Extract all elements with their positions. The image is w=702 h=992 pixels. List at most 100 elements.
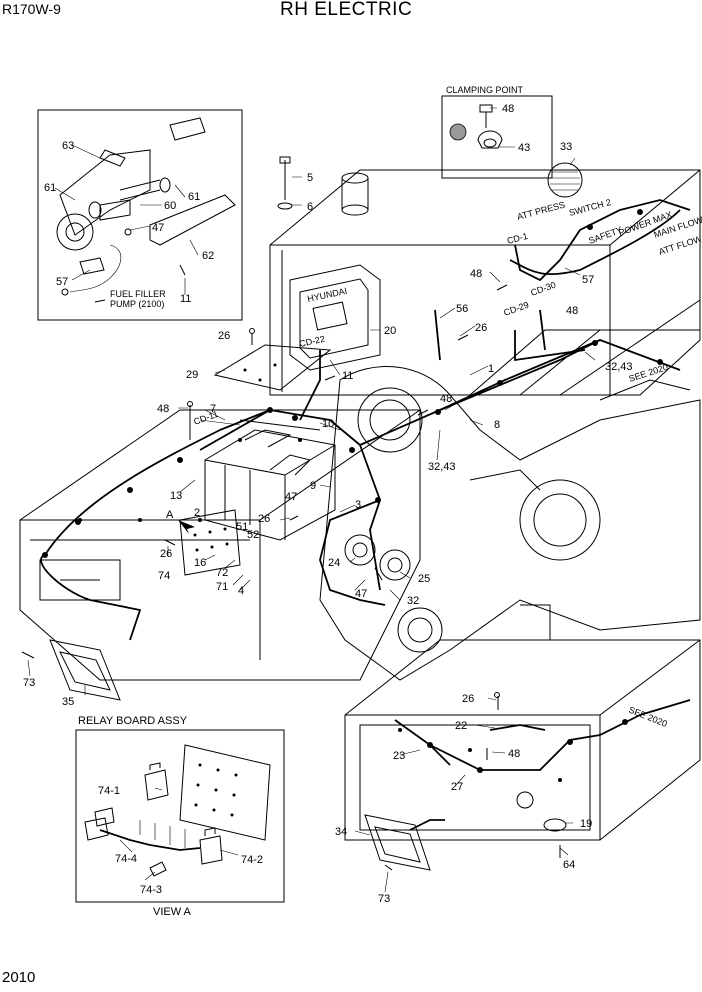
callout-74-3: 74-3 [140, 884, 162, 896]
callout-22: 22 [455, 720, 467, 732]
inset-relay-board-assy [75, 729, 285, 903]
wire-tag-cd-29: CD-29 [502, 300, 530, 318]
callout-57: 57 [582, 274, 594, 286]
ecu-brand-label: HYUNDAI [306, 286, 348, 304]
callout-4: 4 [238, 585, 244, 597]
wire-tag-switch-2: SWITCH 2 [568, 197, 612, 218]
callout-64: 64 [563, 859, 575, 871]
callout-29: 29 [186, 369, 198, 381]
callout-27: 27 [451, 781, 463, 793]
lower-frame-left [19, 409, 421, 681]
lower-frame-right [344, 604, 701, 841]
callout-leaders [27, 107, 596, 893]
callout-11: 11 [342, 370, 353, 382]
wire-harness [40, 199, 691, 831]
callout-25: 25 [418, 573, 430, 585]
callout-60: 60 [164, 200, 176, 212]
callout-61: 61 [44, 182, 56, 194]
callout-56: 56 [456, 303, 468, 315]
callout-23: 23 [393, 750, 405, 762]
callout-74: 74 [158, 570, 170, 582]
horn-left [344, 534, 376, 566]
callout-numbers: 5 6 33 20 48 57 56 26 48 1 32,43 26 29 1… [23, 141, 633, 905]
callout-26: 26 [218, 330, 230, 342]
view-a-label: VIEW A [153, 906, 192, 918]
callout-3: 3 [355, 499, 361, 511]
fasteners [21, 284, 508, 871]
callout-33: 33 [560, 141, 572, 153]
drawing-model-number: R170W-9 [2, 1, 61, 17]
callout-35: 35 [62, 696, 74, 708]
callout-view-a-label: A [166, 509, 174, 521]
callout-74-4: 74-4 [115, 853, 137, 865]
fuel-filler-caption: FUEL FILLER [110, 289, 166, 299]
callout-16: 16 [194, 557, 206, 569]
callout-62: 62 [202, 250, 214, 262]
battery [204, 419, 336, 541]
callout-74-2: 74-2 [241, 854, 263, 866]
inset-fuel-filler-pump [37, 109, 243, 321]
wire-tag-cd-11: CD-11 [192, 409, 219, 427]
work-lamp-right [364, 814, 431, 871]
callout-5: 5 [307, 172, 313, 184]
callout-73: 73 [378, 893, 390, 905]
work-lamp-left [49, 639, 121, 701]
callout-57: 57 [56, 276, 68, 288]
callout-48: 48 [502, 103, 514, 115]
fuel-pump-caption: PUMP (2100) [110, 299, 164, 309]
callout-13: 13 [170, 490, 182, 502]
callout-47: 47 [285, 491, 297, 503]
callout-6: 6 [307, 201, 313, 213]
relay-board-title: RELAY BOARD ASSY [78, 715, 188, 727]
callout-32: 32 [407, 595, 419, 607]
callout-73: 73 [23, 677, 35, 689]
callout-8: 8 [494, 419, 500, 431]
callout-9: 9 [310, 480, 316, 492]
relay-inset-text: RELAY BOARD ASSY VIEW A 74-1 74-2 74-3 7… [78, 715, 263, 918]
upper-frame-structure [269, 169, 701, 681]
callout-24: 24 [328, 557, 340, 569]
page-title: RH ELECTRIC [280, 0, 413, 20]
callout-10: 10 [322, 418, 334, 430]
callout-47: 47 [152, 222, 164, 234]
wire-tag-cd-22: CD-22 [298, 334, 326, 349]
view-a-arrow [178, 520, 195, 534]
callout-26: 26 [462, 693, 474, 705]
callout-11: 11 [180, 293, 191, 305]
callout-47: 47 [355, 588, 367, 600]
callout-48: 48 [470, 268, 482, 280]
grommet [543, 818, 567, 858]
inset-clamping-point [441, 95, 553, 179]
callout-61: 61 [188, 191, 200, 203]
callout-52: 52 [247, 529, 259, 541]
wire-tag-att-press: ATT PRESS [516, 200, 566, 222]
callout-48: 48 [440, 393, 452, 405]
battery-mounting-plate [213, 344, 332, 391]
callout-43: 43 [518, 142, 530, 154]
wire-tag-cd-1: CD-1 [506, 231, 529, 246]
callout-7: 7 [210, 403, 216, 415]
callout-1: 1 [488, 363, 494, 375]
relay-board-on-frame [179, 509, 241, 576]
callout-32-43: 32,43 [605, 361, 633, 373]
callout-72: 72 [216, 567, 228, 579]
callout-48: 48 [566, 305, 578, 317]
callout-2: 2 [194, 507, 200, 519]
bolt-and-washer [277, 156, 293, 210]
horn-right [379, 549, 411, 581]
callout-26: 26 [258, 513, 270, 525]
mesh-disc [547, 162, 583, 198]
callout-74-1: 74-1 [98, 785, 120, 797]
clamping-point-title: CLAMPING POINT [446, 85, 524, 95]
fuel-pump-inset-callouts: 63 61 61 60 47 62 57 11 FUEL FILLER PUMP… [44, 140, 214, 309]
callout-19: 19 [580, 818, 592, 830]
callout-51: 51 [236, 521, 248, 533]
callout-26: 26 [160, 548, 172, 560]
callout-48: 48 [508, 748, 520, 760]
ecu-controller: HYUNDAI [289, 264, 381, 371]
callout-63: 63 [62, 140, 74, 152]
callout-71: 71 [216, 581, 228, 593]
callout-26: 26 [475, 322, 487, 334]
callout-34: 34 [335, 826, 347, 838]
